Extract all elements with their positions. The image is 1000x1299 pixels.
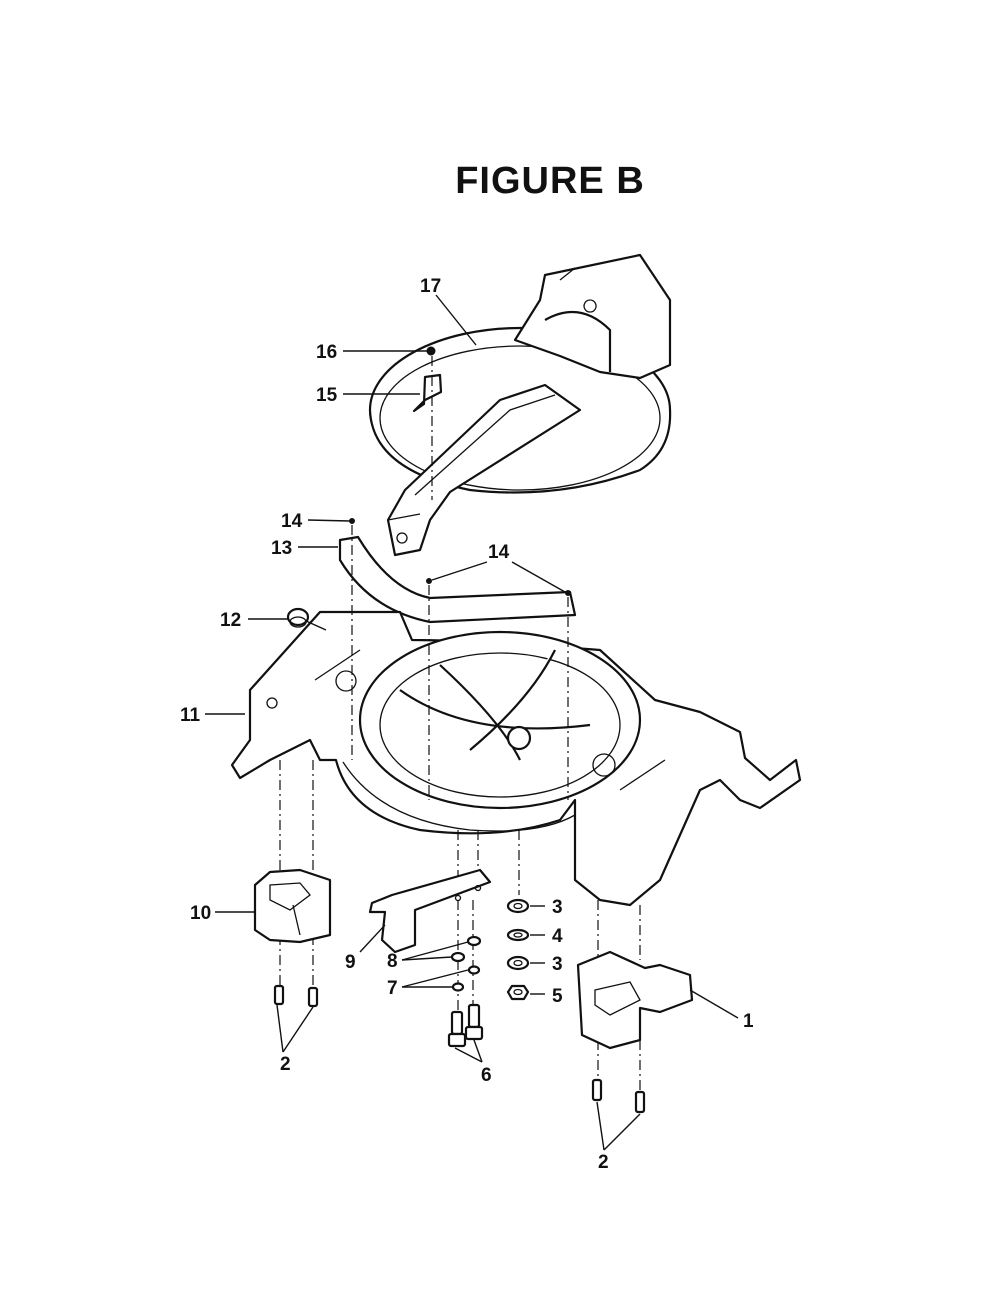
callout-11: 11 — [180, 705, 201, 726]
part-11-base — [230, 610, 802, 907]
callout-17: 17 — [420, 276, 441, 297]
parts-7-8-washers — [450, 935, 482, 992]
callout-5: 5 — [552, 986, 563, 1007]
callout-15: 15 — [316, 385, 338, 406]
part-2-screws-right — [591, 1078, 646, 1114]
callout-7: 7 — [387, 978, 398, 999]
callout-2-left: 2 — [280, 1054, 291, 1075]
part-13-scale — [338, 535, 577, 624]
parts-3-4-5-stack — [506, 898, 530, 1001]
part-15-clip — [412, 373, 443, 413]
callout-6: 6 — [481, 1065, 492, 1086]
part-10-foot — [253, 868, 332, 944]
callout-13: 13 — [271, 538, 292, 559]
callout-10: 10 — [190, 903, 211, 924]
callout-3-lower: 3 — [552, 954, 563, 975]
callout-8: 8 — [387, 951, 398, 972]
leader-lines — [205, 294, 739, 1151]
callout-3-upper: 3 — [552, 897, 563, 918]
callout-14-right: 14 — [488, 542, 510, 563]
callout-16: 16 — [316, 342, 337, 363]
part-6-screws — [447, 1003, 484, 1048]
callout-9: 9 — [345, 952, 356, 973]
part-9-bracket — [368, 868, 492, 954]
callout-4: 4 — [552, 926, 563, 947]
callout-14-upper: 14 — [281, 511, 303, 532]
figure-title: FIGURE B — [455, 160, 645, 202]
part-1-foot — [576, 950, 694, 1050]
part-17-table — [368, 253, 672, 557]
part-12-knob — [286, 607, 310, 628]
callout-12: 12 — [220, 610, 241, 631]
callout-1: 1 — [743, 1011, 754, 1032]
part-16-screw — [426, 346, 436, 356]
callout-2-right: 2 — [598, 1152, 609, 1173]
part-2-screws-left — [273, 984, 319, 1008]
